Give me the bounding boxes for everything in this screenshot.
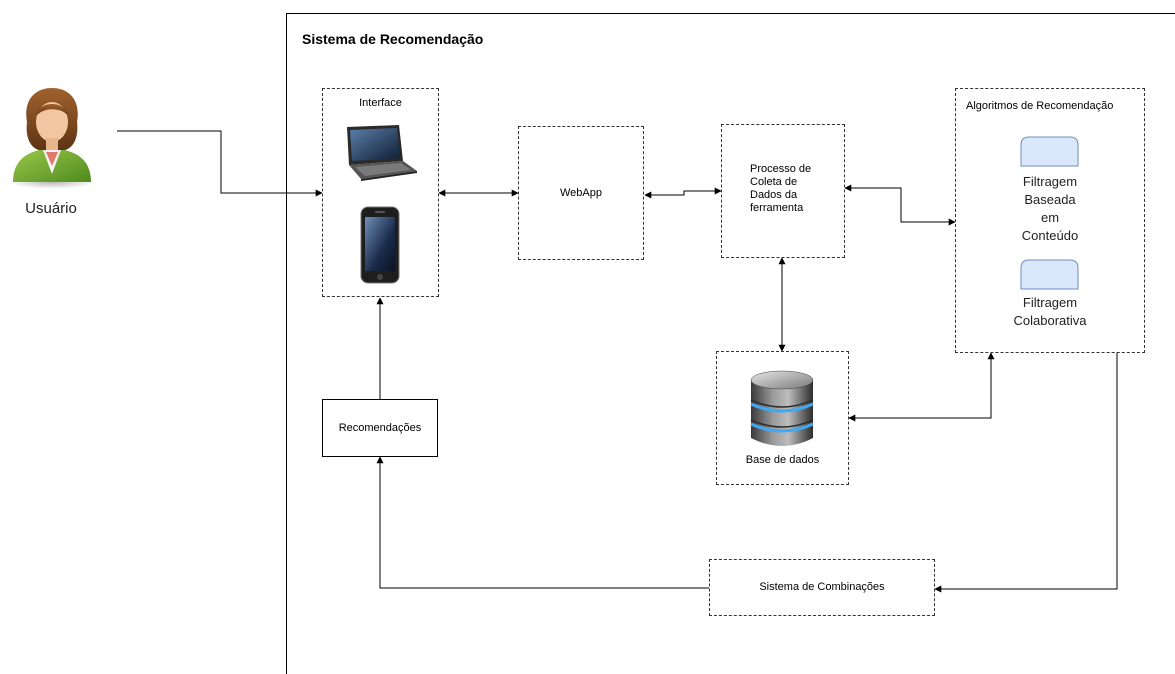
interface-box: Interface xyxy=(322,88,439,297)
recomendacoes-box: Recomendações xyxy=(322,399,438,457)
database-box: Base de dados xyxy=(716,351,849,485)
collaborative-filter-label: Filtragem Colaborativa xyxy=(1013,295,1087,328)
system-title: Sistema de Recomendação xyxy=(302,31,484,47)
database-icon xyxy=(750,370,814,446)
combinacoes-label: Sistema de Combinações xyxy=(759,581,885,593)
user-label: Usuário xyxy=(25,200,77,217)
user-actor: Usuário xyxy=(5,82,105,222)
webapp-box: WebApp xyxy=(518,126,644,260)
algoritmos-title: Algoritmos de Recomendação xyxy=(966,100,1114,112)
system-container xyxy=(286,13,1175,674)
coleta-label: Processo de Coleta de Dados da ferrament… xyxy=(750,163,812,214)
combinacoes-box: Sistema de Combinações xyxy=(709,559,935,616)
database-label: Base de dados xyxy=(745,454,820,466)
user-avatar-icon xyxy=(8,88,96,189)
content-filter-shape xyxy=(1020,136,1079,167)
laptop-icon xyxy=(347,125,417,181)
collaborative-filter-shape xyxy=(1020,259,1079,290)
recomendacoes-label: Recomendações xyxy=(338,421,422,434)
webapp-label: WebApp xyxy=(560,186,602,199)
algoritmos-box: Algoritmos de Recomendação Filtragem Bas… xyxy=(955,88,1145,353)
content-filter-label: Filtragem Baseada em Conteúdo xyxy=(1021,174,1079,243)
interface-title: Interface xyxy=(359,97,402,109)
coleta-box: Processo de Coleta de Dados da ferrament… xyxy=(721,124,845,258)
smartphone-icon xyxy=(360,206,400,284)
